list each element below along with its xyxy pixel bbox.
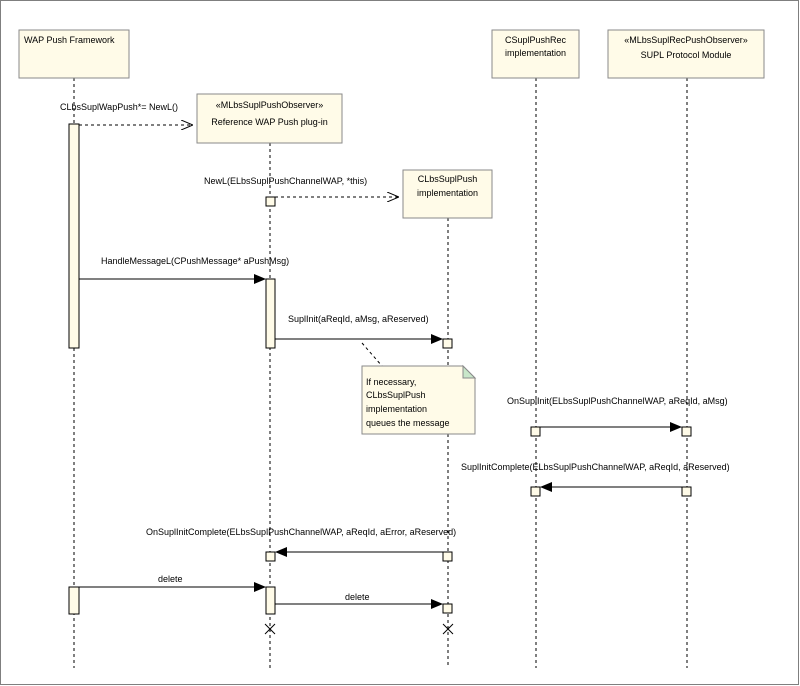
participant-stereotype: «MLbsSuplPushObserver»: [216, 100, 324, 110]
message-label: NewL(ELbsSuplPushChannelWAP, *this): [204, 176, 367, 186]
activation-plugin-create: [265, 196, 276, 207]
activation-rec-complete: [530, 486, 541, 497]
message-delete-push: delete: [275, 592, 443, 609]
note-line: If necessary,: [366, 377, 416, 387]
message-supl-init: SuplInit(aReqId, aMsg, aReserved): [275, 314, 443, 344]
participant-label: CSuplPushRec: [505, 35, 567, 45]
activation-push-delete: [442, 603, 453, 614]
participant-clbssuplpush-implementation: CLbsSuplPush implementation: [402, 169, 493, 219]
message-label: CLbsSuplWapPush*= NewL(): [60, 102, 178, 112]
participant-label: SUPL Protocol Module: [641, 50, 732, 60]
activation-wap-main: [68, 123, 80, 349]
message-handle-message: HandleMessageL(CPushMessage* aPushMsg): [79, 256, 289, 284]
note-connector: [361, 342, 383, 367]
note-line: implementation: [366, 404, 427, 414]
activation-push-suplinit: [442, 338, 453, 349]
participant-label: implementation: [417, 188, 478, 198]
activation-plugin-complete: [265, 551, 276, 562]
destroy-marker-push: [442, 623, 454, 635]
activation-wap-delete: [68, 586, 80, 615]
message-on-supl-init-complete: OnSuplInitComplete(ELbsSuplPushChannelWA…: [146, 527, 456, 557]
message-label: delete: [345, 592, 370, 602]
activations: [68, 123, 692, 615]
participant-reference-wap-push-plugin: «MLbsSuplPushObserver» Reference WAP Pus…: [196, 93, 343, 144]
activation-push-complete: [442, 551, 453, 562]
note-line: queues the message: [366, 418, 450, 428]
participant-stereotype: «MLbsSuplRecPushObserver»: [624, 35, 748, 45]
note: If necessary, CLbsSuplPush implementatio…: [361, 342, 477, 435]
participant-wap-push-framework: WAP Push Framework: [18, 29, 130, 79]
note-line: CLbsSuplPush: [366, 390, 426, 400]
participant-csuplpushrec-implementation: CSuplPushRec implementation: [491, 29, 580, 79]
message-label: delete: [158, 574, 183, 584]
message-label: HandleMessageL(CPushMessage* aPushMsg): [101, 256, 289, 266]
participant-label: Reference WAP Push plug-in: [211, 117, 328, 127]
message-create-push: NewL(ELbsSuplPushChannelWAP, *this): [204, 176, 398, 197]
participant-label: WAP Push Framework: [24, 35, 115, 45]
participant-label: CLbsSuplPush: [418, 174, 478, 184]
message-on-supl-init: OnSuplInit(ELbsSuplPushChannelWAP, aReqI…: [507, 396, 728, 432]
participant-supl-protocol-module: «MLbsSuplRecPushObserver» SUPL Protocol …: [607, 29, 765, 79]
activation-supl-complete: [681, 486, 692, 497]
message-supl-init-complete: SuplInitComplete(ELbsSuplPushChannelWAP,…: [461, 462, 730, 492]
activation-supl-onsuplinit: [681, 426, 692, 437]
message-delete-plugin: delete: [79, 574, 266, 592]
message-label: OnSuplInitComplete(ELbsSuplPushChannelWA…: [146, 527, 456, 537]
note-fold: [462, 364, 477, 379]
destroy-marker-plugin: [264, 623, 276, 635]
note-body: [361, 365, 476, 435]
message-label: SuplInitComplete(ELbsSuplPushChannelWAP,…: [461, 462, 730, 472]
activation-plugin-handle: [265, 278, 276, 349]
participant-label: implementation: [505, 48, 566, 58]
activation-plugin-delete: [265, 586, 276, 615]
message-create-plugin: CLbsSuplWapPush*= NewL(): [60, 102, 192, 125]
message-label: OnSuplInit(ELbsSuplPushChannelWAP, aReqI…: [507, 396, 728, 406]
activation-rec-onsuplinit: [530, 426, 541, 437]
message-label: SuplInit(aReqId, aMsg, aReserved): [288, 314, 429, 324]
